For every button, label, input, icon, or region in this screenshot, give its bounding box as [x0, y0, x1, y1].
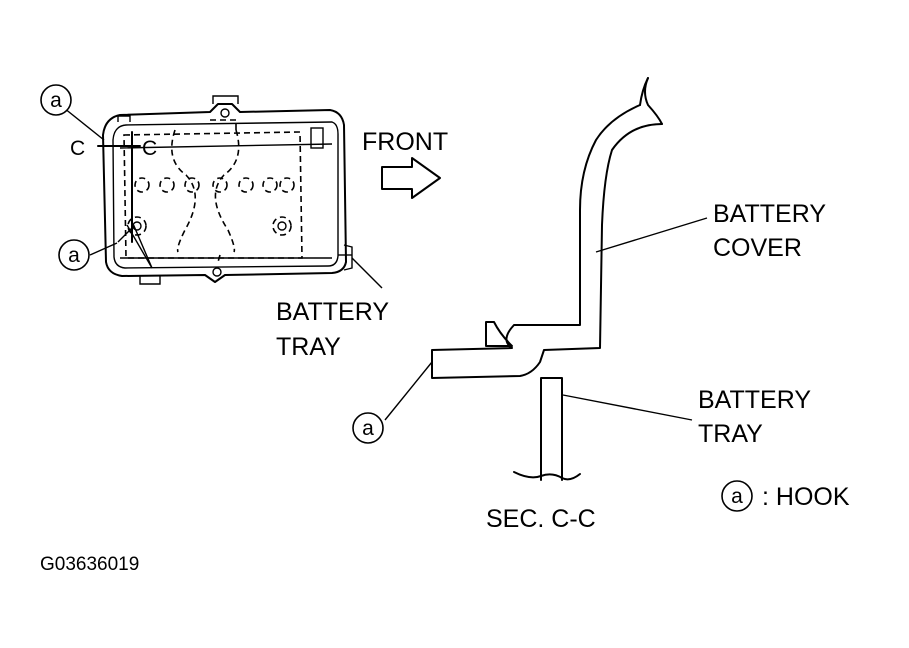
- hook-symbol: a: [68, 244, 80, 267]
- figure-code: G03636019: [40, 554, 139, 575]
- section-title: SEC. C-C: [486, 505, 596, 533]
- hook-marker-top: a: [40, 84, 72, 116]
- section-cc-view: [384, 77, 708, 481]
- battery-tray-label-left-2: TRAY: [276, 333, 341, 361]
- cell-caps: [134, 177, 295, 193]
- battery-tray-label-right: BATTERY: [698, 386, 811, 414]
- front-label: FRONT: [362, 128, 448, 156]
- battery-terminals: [127, 216, 292, 236]
- battery-cover-label-2: COVER: [713, 234, 802, 262]
- hook-symbol: a: [362, 417, 374, 440]
- section-mark-right: C: [142, 137, 157, 160]
- hook-marker-section: a: [352, 412, 384, 444]
- battery-tray-label-left: BATTERY: [276, 298, 389, 326]
- top-view-battery-assembly: C C: [63, 95, 383, 289]
- battery-cover-label: BATTERY: [713, 200, 826, 228]
- hook-legend: a : HOOK: [721, 480, 850, 512]
- hook-legend-text: : HOOK: [762, 483, 850, 511]
- front-arrow-icon: [381, 157, 441, 199]
- hook-symbol: a: [50, 89, 62, 112]
- section-mark-left: C: [70, 137, 85, 160]
- hook-marker-lower: a: [58, 239, 90, 271]
- hook-symbol: a: [731, 485, 743, 508]
- battery-tray-label-right-2: TRAY: [698, 420, 763, 448]
